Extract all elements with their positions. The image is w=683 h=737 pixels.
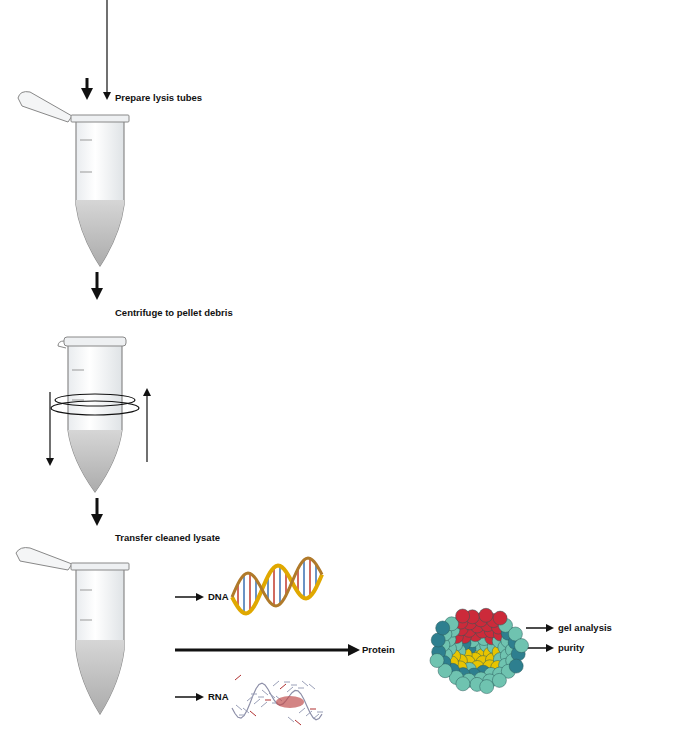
illustration-stroke (235, 675, 241, 680)
illustration-stroke (287, 687, 293, 692)
analysis-label: purity (558, 643, 584, 653)
illustration-stroke (288, 717, 294, 722)
illustration-stroke (232, 683, 322, 720)
analysis-label: gel analysis (558, 623, 612, 633)
illustration-stroke (493, 611, 507, 625)
illustration-stroke (273, 681, 279, 686)
lysis-tube (18, 92, 129, 270)
illustration-stroke (236, 705, 242, 710)
illustration-stroke (492, 673, 506, 687)
step-label: Transfer cleaned lysate (115, 533, 220, 543)
illustration-stroke (251, 694, 257, 695)
illustration-stroke (299, 708, 305, 713)
illustration-stroke (509, 659, 523, 673)
illustration-stroke (232, 558, 322, 606)
illustration-stroke (276, 696, 304, 708)
rna-structure (232, 675, 323, 725)
illustration-stroke (303, 560, 305, 598)
illustration-stroke (480, 680, 494, 694)
illustration-stroke (515, 639, 529, 653)
illustration-stroke (239, 715, 245, 716)
lysate-tube (16, 548, 129, 718)
output-label: Protein (362, 645, 395, 655)
illustration-stroke (456, 609, 470, 623)
illustration-stroke (298, 688, 304, 689)
step-label: Centrifuge to pellet debris (115, 308, 233, 318)
illustration-stroke (243, 575, 245, 613)
illustration-stroke (479, 608, 493, 622)
illustration-stroke (243, 708, 249, 713)
illustration-stroke (310, 709, 316, 710)
centrifuge-tube (51, 337, 139, 496)
output-label: DNA (208, 592, 229, 602)
illustration-stroke (279, 566, 281, 604)
protein-model (430, 608, 529, 693)
illustration-stroke (254, 699, 260, 704)
illustration-stroke (309, 559, 311, 597)
illustration-stroke (436, 621, 450, 635)
illustration-stroke (456, 677, 470, 691)
illustration-stroke (291, 685, 297, 686)
illustration-stroke (302, 681, 308, 686)
illustration-stroke (313, 714, 319, 719)
illustration-stroke (258, 697, 264, 698)
illustration-stroke (247, 696, 253, 701)
dna-helix (232, 558, 322, 613)
illustration-stroke (309, 684, 315, 689)
illustration-stroke (306, 711, 312, 716)
illustration-stroke (280, 684, 286, 689)
output-label: RNA (208, 692, 229, 702)
step-label: Prepare lysis tubes (115, 93, 202, 103)
illustration-stroke (249, 574, 251, 612)
illustration-stroke (295, 720, 301, 725)
illustration-stroke (250, 711, 256, 716)
illustration-stroke (265, 700, 271, 701)
illustration-stroke (430, 654, 444, 668)
illustration-stroke (262, 690, 268, 695)
illustration-stroke (261, 702, 267, 707)
illustration-stroke (284, 682, 290, 683)
illustration-stroke (273, 568, 275, 606)
illustration-stroke (269, 693, 275, 698)
illustration-stroke (317, 712, 323, 713)
